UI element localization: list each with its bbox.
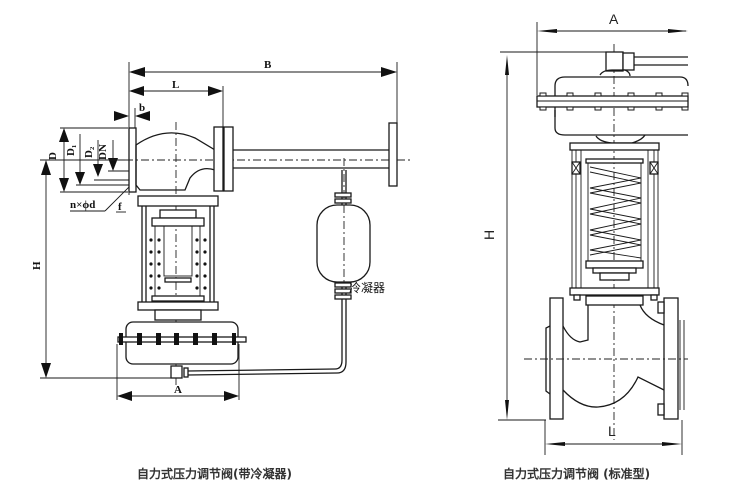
label-H-right: H bbox=[481, 230, 497, 240]
label-H: H bbox=[31, 261, 43, 270]
label-B: B bbox=[264, 59, 272, 71]
label-L: L bbox=[172, 79, 179, 91]
actuator-frame bbox=[137, 195, 219, 311]
dimension-flange-diameters: D D₁ D₂ DN bbox=[47, 127, 130, 193]
label-b: b bbox=[139, 102, 145, 114]
diaphragm-chamber bbox=[117, 309, 247, 379]
valve-body-right bbox=[524, 295, 688, 420]
label-A-right: A bbox=[609, 11, 619, 27]
annotation-bolt-holes: n×ϕd f bbox=[70, 185, 131, 213]
label-nxd: n×ϕd bbox=[70, 199, 95, 211]
label-DN: DN bbox=[97, 144, 109, 160]
right-valve-drawing: A H L bbox=[481, 11, 689, 455]
label-L-right: L bbox=[608, 423, 616, 439]
dimension-H: H bbox=[31, 159, 172, 379]
label-condenser: 冷凝器 bbox=[349, 280, 385, 295]
dimension-B: B bbox=[128, 59, 398, 195]
caption-left: 自力式压力调节阀(带冷凝器) bbox=[137, 467, 292, 481]
dimension-A-right: A bbox=[536, 11, 688, 95]
spring-cage bbox=[569, 142, 660, 301]
top-fitting bbox=[599, 51, 688, 77]
spring-dots bbox=[149, 238, 207, 290]
dimension-L-right: L bbox=[544, 420, 683, 455]
dimension-A-left: A bbox=[116, 344, 240, 401]
left-valve-drawing: B L b D D₁ bbox=[31, 59, 410, 401]
dimension-H-right: H bbox=[481, 51, 612, 421]
label-D1: D₁ bbox=[65, 145, 77, 156]
condenser: 冷凝器 bbox=[316, 192, 385, 300]
label-D: D bbox=[47, 152, 59, 160]
label-D2: D₂ bbox=[83, 146, 95, 158]
caption-right: 自力式压力调节阀 (标准型) bbox=[503, 467, 651, 481]
dimension-L: L bbox=[129, 79, 224, 128]
diaphragm-housing bbox=[536, 76, 689, 144]
label-A-left: A bbox=[174, 384, 182, 396]
label-f: f bbox=[118, 201, 122, 213]
